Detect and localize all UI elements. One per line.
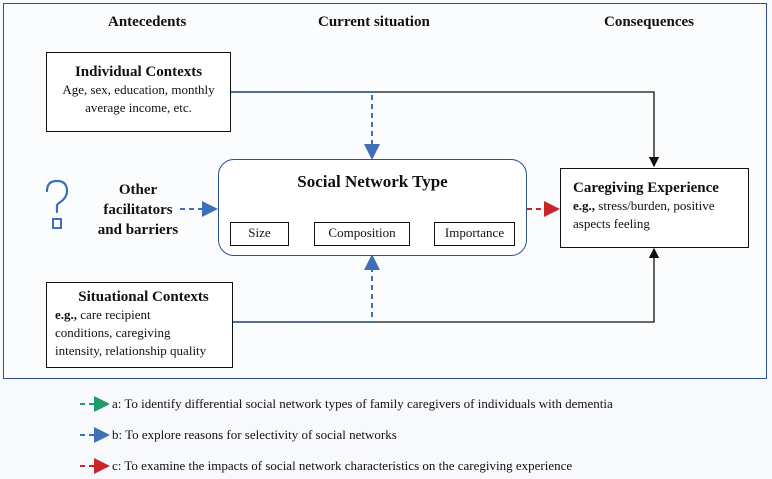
situational-contexts-title: Situational Contexts	[78, 289, 209, 305]
situational-eg: e.g.,	[55, 307, 78, 322]
heading-current-situation: Current situation	[318, 14, 430, 30]
individual-contexts-title: Individual Contexts	[74, 64, 203, 80]
network-size-box: Size	[230, 222, 289, 246]
line-individual-to-caregiving	[231, 91, 660, 168]
network-importance-box: Importance	[434, 222, 515, 246]
caregiving-experience-box: Caregiving Experience e.g., stress/burde…	[560, 168, 749, 248]
legend-item-b: b: To explore reasons for selectivity of…	[112, 427, 397, 442]
other-line2: facilitators	[103, 202, 173, 218]
network-composition-box: Composition	[314, 222, 410, 246]
individual-contexts-box: Individual Contexts Age, sex, education,…	[46, 52, 231, 132]
legend-item-c: c: To examine the impacts of social netw…	[112, 458, 573, 473]
arrow-individual-to-network	[231, 91, 380, 160]
caregiving-line1: stress/burden, positive	[598, 198, 715, 213]
line-situational-to-caregiving	[233, 247, 660, 323]
caregiving-eg: e.g.,	[573, 198, 596, 213]
caregiving-title: Caregiving Experience	[573, 180, 719, 196]
individual-contexts-line2: average income, etc.	[85, 100, 192, 115]
other-facilitators-label: Other facilitators and barriers	[92, 180, 184, 240]
legend-item-a: a: To identify differential social netwo…	[112, 396, 613, 411]
caregiving-line2: aspects feeling	[573, 216, 650, 231]
situational-line3: intensity, relationship quality	[55, 343, 207, 358]
other-line1: Other	[118, 182, 158, 198]
heading-antecedents: Antecedents	[108, 14, 187, 30]
situational-line1: care recipient	[80, 307, 151, 322]
question-mark-icon	[45, 179, 69, 229]
arrow-situational-to-network	[233, 254, 380, 323]
situational-line2: conditions, caregiving	[55, 325, 171, 340]
situational-contexts-box: Situational Contexts e.g., care recipien…	[46, 282, 233, 368]
heading-consequences: Consequences	[604, 14, 695, 30]
social-network-type-title: Social Network Type	[297, 172, 448, 191]
other-line3: and barriers	[97, 222, 179, 238]
individual-contexts-line1: Age, sex, education, monthly	[62, 82, 215, 97]
